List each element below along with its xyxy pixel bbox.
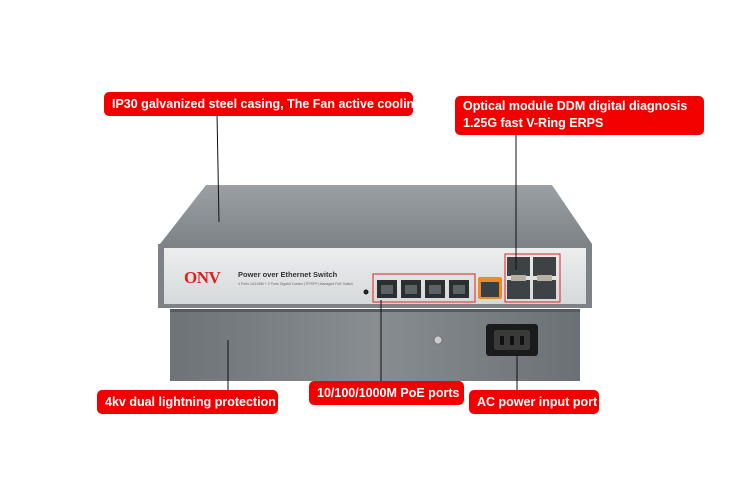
- callout-lightning: 4kv dual lightning protection: [97, 390, 278, 414]
- reset-button: [363, 289, 369, 295]
- rj45-ports: [377, 280, 469, 298]
- callout-leader-lines: [216, 112, 518, 390]
- ac-power-socket: [486, 324, 538, 356]
- switch-top-lid: [160, 185, 592, 244]
- callout-optical-line2: 1.25G fast V-Ring ERPS: [463, 116, 604, 130]
- callout-ac-power: AC power input port: [469, 390, 599, 414]
- callout-optical: Optical module DDM digital diagnosis 1.2…: [455, 96, 704, 135]
- sfp-ports: [507, 257, 556, 299]
- screw-icon: [433, 335, 443, 345]
- model-subtitle: 4 Ports 10/100M + 2 Ports Gigabit Combo …: [238, 282, 354, 286]
- callout-casing: IP30 galvanized steel casing, The Fan ac…: [104, 92, 422, 116]
- callout-optical-line1: Optical module DDM digital diagnosis: [463, 99, 688, 113]
- callout-poe-ports: 10/100/1000M PoE ports: [309, 381, 464, 405]
- sfp-ports-highlight: [504, 253, 561, 303]
- poe-ports-highlight: [372, 273, 476, 303]
- brand-logo: ONV: [184, 268, 221, 287]
- model-title: Power over Ethernet Switch: [238, 270, 338, 279]
